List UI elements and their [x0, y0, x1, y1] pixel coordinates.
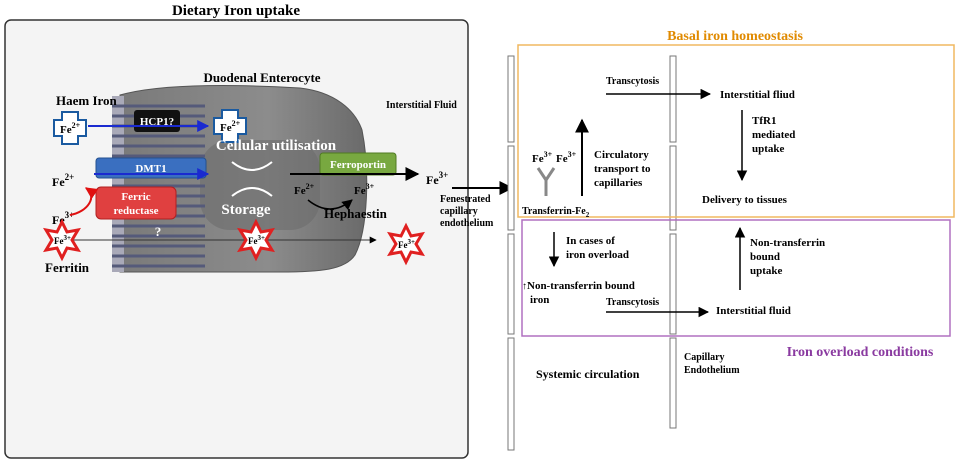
dietary-iron-uptake-panel: Dietary Iron uptake	[4, 3, 469, 459]
transferrin-fe3-label-2: Fe3+	[556, 150, 577, 165]
hephaestin-oxidation-arrow	[307, 199, 353, 211]
fenestrated-label-1: Fenestrated	[440, 194, 491, 205]
luminal-ferritin-star-icon: Fe3+	[43, 218, 81, 262]
systemic-circulation-label: Systemic circulation	[536, 367, 640, 381]
ferritin-fe-label-3: Fe3+	[398, 238, 415, 250]
ferritin-fe-label-1: Fe3+	[54, 234, 71, 246]
storage-curve	[231, 187, 273, 197]
ferric-reductase-enzyme	[95, 186, 177, 220]
capillary-endothelium-label-2: Endothelium	[684, 365, 740, 376]
cell-fe2-label: Fe2+	[294, 182, 315, 197]
fenestrated-capillary-wall	[507, 55, 515, 451]
intracellular-fe-label: Fe2+	[220, 119, 241, 134]
circulatory-label-3: capillaries	[594, 177, 643, 189]
reduction-curve-arrow	[69, 187, 99, 216]
cellular-utilisation-label: Cellular utilisation	[216, 138, 337, 154]
haem-iron-cross-icon: Fe2+	[53, 111, 87, 145]
ferroportin-label: Ferroportin	[330, 159, 386, 171]
iron-overload-title: Iron overload conditions	[787, 345, 934, 360]
tfr1-label-3: uptake	[752, 143, 785, 155]
dmt1-label: DMT1	[135, 163, 166, 175]
transcytosis-bottom-label: Transcytosis	[606, 297, 659, 308]
ntb-label-3: uptake	[750, 265, 783, 277]
ntbi-label-1: ↑Non-transferrin bound	[522, 280, 635, 292]
transferrin-y-icon	[536, 167, 556, 196]
transcytosis-top-label: Transcytosis	[606, 76, 659, 87]
circulatory-label-2: transport to	[594, 163, 651, 175]
cases-label-1: In cases of	[566, 235, 615, 247]
haem-fe-label: Fe2+	[60, 121, 81, 136]
intracellular-ferritin-star-icon: Fe3+	[237, 218, 275, 262]
circulatory-label-1: Circulatory	[594, 149, 649, 161]
ntbi-label-2: iron	[530, 294, 549, 306]
storage-label: Storage	[221, 202, 270, 218]
basal-homeostasis-title: Basal iron homeostasis	[667, 29, 803, 44]
cases-label-2: iron overload	[566, 249, 629, 261]
fenestrated-label-3: endothelium	[440, 218, 494, 229]
ntb-label-1: Non-transferrin	[750, 237, 825, 249]
ferric-reductase-label-2: reductase	[113, 205, 158, 217]
hephaestin-label: Hephaestin	[324, 206, 388, 221]
capillary-endothelium-label-1: Capillary	[684, 352, 725, 363]
basal-homeostasis-box	[517, 44, 955, 218]
fenestrated-label-2: capillary	[440, 206, 478, 217]
capillary-endothelium-wall	[669, 55, 677, 429]
extracellular-ferritin-star-icon: Fe3+	[387, 222, 425, 266]
interstitial-fluid-top-label: Interstitial fliud	[720, 89, 795, 101]
ntb-label-2: bound	[750, 251, 780, 263]
transferrin-fe2-label: Transferrin-Fe2	[522, 206, 590, 219]
haem-iron-label: Haem Iron	[56, 93, 118, 108]
systemic-iron-panel: Basal iron homeostasis Iron overload con…	[507, 29, 955, 451]
interstitial-fluid-label: Interstitial Fluid	[386, 100, 457, 111]
ferritin-fe-label-2: Fe3+	[248, 234, 265, 246]
enterocyte-label: Duodenal Enterocyte	[203, 70, 320, 85]
tfr1-label-2: mediated	[752, 129, 795, 141]
transferrin-fe3-label-1: Fe3+	[532, 150, 553, 165]
cell-fe3-label: Fe3+	[354, 182, 375, 197]
interstitial-fluid-bottom-label: Interstitial fluid	[716, 305, 791, 317]
tfr1-label-1: TfR1	[752, 115, 776, 127]
ferritin-label: Ferritin	[45, 260, 90, 275]
ferric-reductase-label-1: Ferric	[121, 191, 150, 203]
intracellular-haem-cross-icon: Fe2+	[213, 109, 247, 143]
utilisation-curve	[231, 161, 273, 171]
serum-fe3-label: Fe3+	[426, 170, 448, 187]
luminal-fe2-label: Fe2+	[52, 172, 74, 189]
iron-overload-box	[521, 219, 951, 337]
delivery-to-tissues-label: Delivery to tissues	[702, 194, 788, 206]
dietary-panel-title: Dietary Iron uptake	[172, 3, 300, 19]
unknown-pathway-label: ?	[155, 224, 162, 239]
